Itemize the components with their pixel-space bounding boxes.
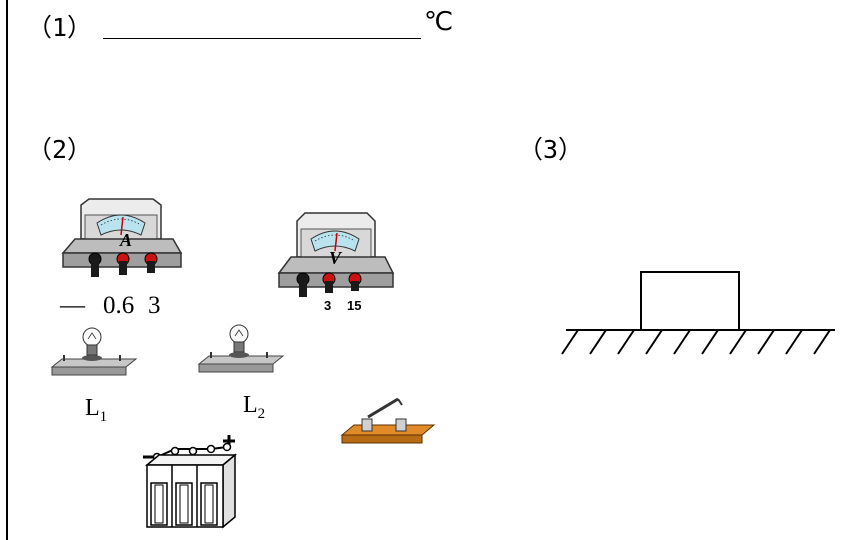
unit-celsius: ℃	[424, 7, 454, 37]
bulb-l1-label: L1	[85, 395, 108, 425]
ground-hatching	[561, 329, 831, 355]
ammeter-terminal-neg: —	[60, 292, 85, 319]
bulb-l2-label: L2	[243, 392, 266, 422]
voltmeter-icon	[277, 212, 395, 297]
bulb-l1-icon	[50, 327, 138, 376]
bulb-l2-icon	[197, 324, 285, 373]
switch-icon	[340, 397, 436, 444]
block-on-ground-figure	[561, 271, 835, 355]
voltmeter-terminal-15: 15	[347, 298, 362, 313]
question-3-label: （3）	[518, 135, 584, 164]
answer-blank-1[interactable]	[103, 38, 421, 39]
voltmeter-dial-letter: V	[329, 248, 342, 268]
voltmeter-terminal-3: 3	[324, 298, 332, 313]
ammeter-terminal-3: 3	[148, 292, 161, 319]
battery-icon	[143, 435, 238, 529]
ammeter-terminal-0-6: 0.6	[103, 292, 135, 319]
ammeter-dial-letter: A	[120, 230, 133, 250]
ammeter-icon	[61, 198, 183, 277]
page-left-border	[6, 0, 8, 540]
question-2-label: （2）	[27, 135, 93, 164]
block-icon	[640, 271, 740, 331]
question-1-label: （1）	[27, 13, 93, 42]
